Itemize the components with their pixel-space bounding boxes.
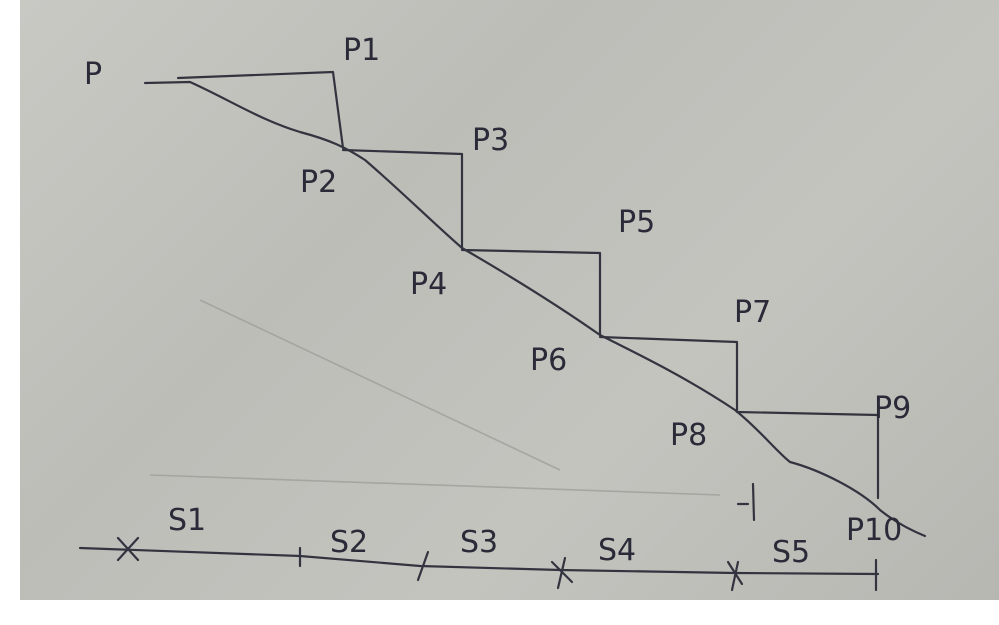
label-s3: S3 <box>460 525 498 560</box>
staircase-step-4 <box>598 335 739 412</box>
label-s2: S2 <box>330 525 368 560</box>
division-mark-4 <box>550 556 574 590</box>
label-p10: P10 <box>846 513 902 548</box>
tick-mark <box>751 482 756 522</box>
label-p: P <box>84 57 102 92</box>
label-p6: P6 <box>530 343 567 378</box>
label-s1: S1 <box>168 503 206 538</box>
staircase-step-1 <box>176 70 345 150</box>
label-p7: P7 <box>734 295 771 330</box>
label-p9: P9 <box>874 391 911 426</box>
label-s5: S5 <box>772 535 810 570</box>
curve <box>143 80 927 538</box>
label-p2: P2 <box>300 165 337 200</box>
label-p5: P5 <box>618 205 655 240</box>
faint-background-line <box>149 474 721 496</box>
paper-background <box>20 0 999 600</box>
faint-background-line <box>199 299 561 471</box>
label-s4: S4 <box>598 533 636 568</box>
division-mark-3 <box>416 550 430 582</box>
staircase-step-3 <box>460 248 602 337</box>
label-p4: P4 <box>410 267 447 302</box>
staircase-step-2 <box>341 148 464 250</box>
label-p3: P3 <box>472 123 509 158</box>
label-p8: P8 <box>670 418 707 453</box>
division-mark-5 <box>726 560 744 592</box>
baseline <box>78 546 880 576</box>
label-p1: P1 <box>343 33 380 68</box>
division-mark-1 <box>116 536 140 562</box>
staircase-step-5 <box>735 410 880 500</box>
